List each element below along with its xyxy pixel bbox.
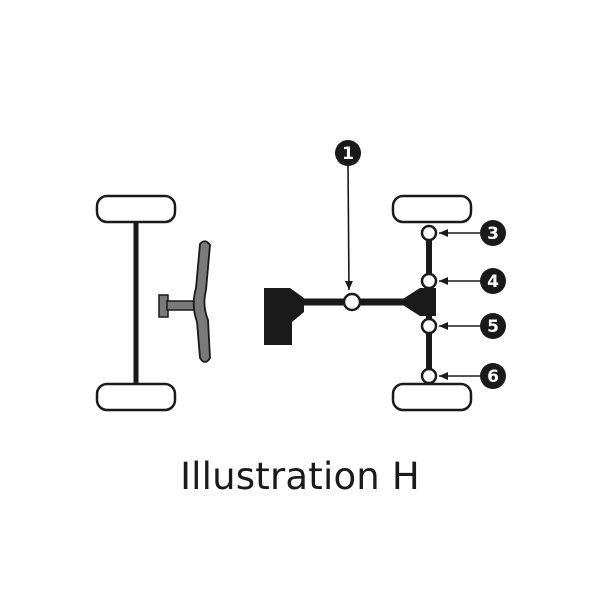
- leader-arrow-1: [344, 164, 353, 291]
- callout-5: 5: [480, 313, 506, 339]
- left-front-wheel: [95, 194, 177, 224]
- u-joint-upper-inner: [420, 272, 438, 290]
- left-rear-wheel: [95, 382, 177, 412]
- steering-column: [166, 300, 198, 311]
- right-front-wheel: [391, 194, 473, 224]
- illustration-caption: Illustration H: [180, 455, 420, 498]
- u-joint-lower-inner: [420, 317, 438, 335]
- callout-label: 4: [487, 272, 499, 292]
- callout-label: 1: [342, 144, 354, 164]
- left-axle-assembly: [95, 194, 211, 412]
- u-joint-driveshaft: [342, 292, 362, 312]
- leader-lines: [344, 164, 480, 380]
- u-joint-upper-outer: [420, 224, 438, 242]
- right-rear-wheel: [391, 382, 473, 412]
- callout-4: 4: [480, 268, 506, 294]
- callout-label: 3: [487, 224, 499, 244]
- u-joint-lower-outer: [420, 367, 438, 385]
- callout-1: 1: [335, 140, 361, 166]
- callout-6: 6: [480, 363, 506, 389]
- engine-block: [264, 288, 304, 345]
- steering-wheel: [192, 240, 211, 363]
- callout-label: 6: [487, 367, 499, 387]
- callout-3: 3: [480, 220, 506, 246]
- drivetrain-assembly: [264, 194, 473, 412]
- callout-label: 5: [487, 317, 499, 337]
